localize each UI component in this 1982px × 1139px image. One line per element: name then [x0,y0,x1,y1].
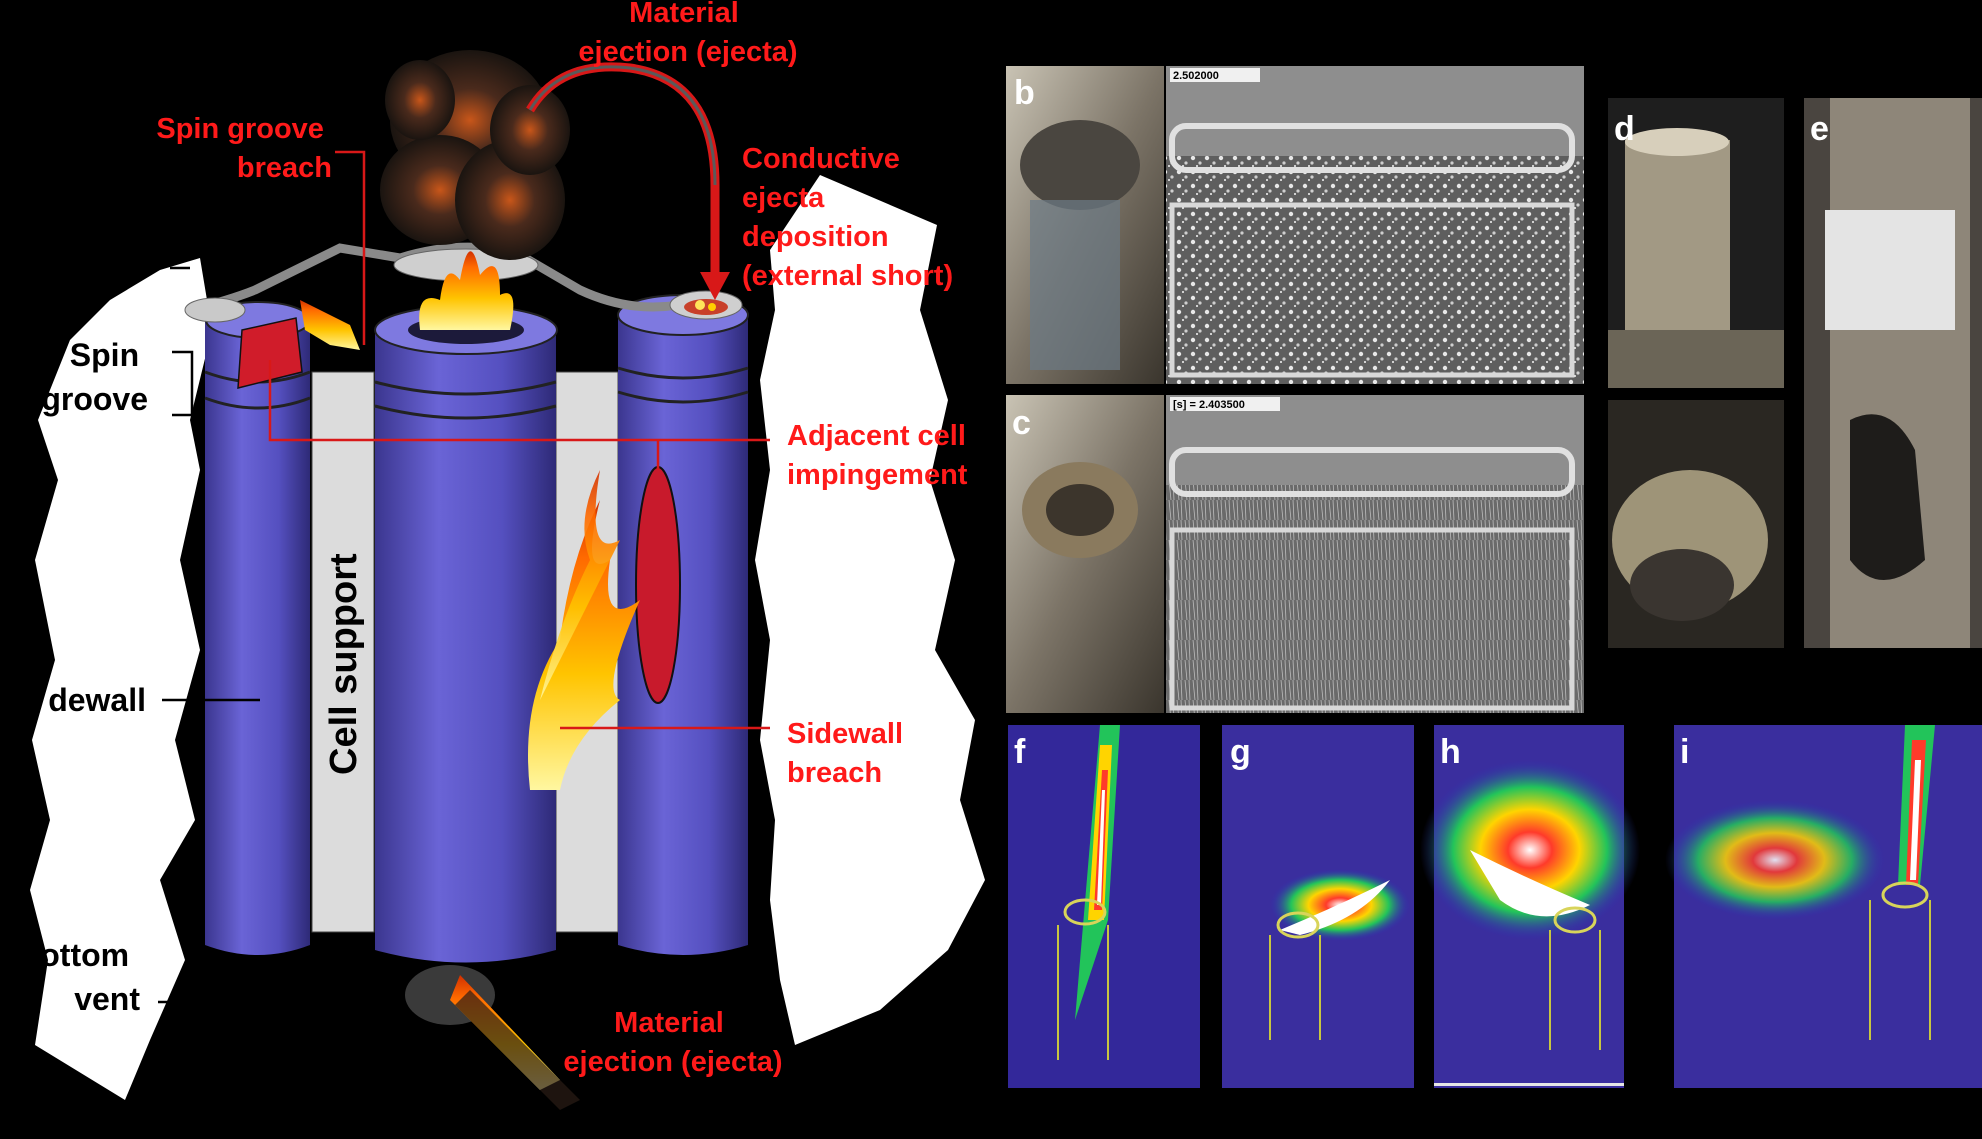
cell-right [617,294,749,955]
panel-c-xray-caption: [s] = 2.403500 [1173,399,1245,411]
label-sidewall: dewall [48,682,146,718]
sidewall-flames [528,470,640,790]
right-white-backdrop [755,175,985,1045]
label-bottom-vent: ottom vent [40,937,140,1017]
panel-h: h [1420,725,1640,1088]
spin-groove-flame [300,300,360,350]
label-adjacent-cell: Adjacent cell impingement [787,420,974,491]
label-spin-groove: Spin groove [41,337,148,417]
label-material-ejection-top: Material ejection (ejecta) [578,0,797,68]
cell-support-left [311,371,375,933]
label-sidewall-breach: Sidewall breach [787,718,911,789]
panel-b: 2.502000 b [1006,66,1584,384]
label-cell-support: Cell support [323,553,365,775]
panel-d-letter: d [1614,110,1635,148]
panel-b-xray-caption: 2.502000 [1173,70,1219,82]
leader-lines [268,150,770,730]
panel-e-letter: e [1810,110,1829,148]
panel-c-letter: c [1012,404,1031,442]
bottom-ejecta [405,965,580,1110]
cell-center [374,305,558,963]
cell-left [204,301,311,955]
tab-left [184,297,246,323]
panel-d: d [1608,98,1784,648]
arc-arrowhead [700,272,730,300]
label-material-ejection-bottom: Material ejection (ejecta) [563,1007,782,1078]
panel-g: g [1222,725,1414,1088]
panel-f-letter: f [1014,733,1026,771]
panel-i-letter: i [1680,733,1689,771]
panel-i: i [1665,725,1982,1088]
panel-b-letter: b [1014,74,1035,112]
black-leader-lines [158,266,260,1004]
panel-c: [s] = 2.403500 c [1006,395,1584,713]
label-spin-groove-breach: Spin groove breach [156,113,332,184]
label-top-vent-cut: o [119,250,140,288]
conductive-deposit [684,299,728,315]
interconnect-tabs [185,242,705,315]
panel-g-letter: g [1230,733,1251,771]
spin-groove-breach-patch [237,317,303,389]
smoke-plume [380,50,570,260]
panel-h-letter: h [1440,733,1461,771]
label-conductive-deposition: Conductive ejecta deposition (external s… [742,143,953,292]
panel-e: e [1804,98,1982,648]
battery-diagram: Material ejection (ejecta) Spin groove b… [30,0,985,1110]
impingement-mark [635,466,681,704]
left-white-backdrop [30,258,212,1100]
panel-f: f [1008,725,1200,1088]
top-vent-flame [419,251,514,330]
